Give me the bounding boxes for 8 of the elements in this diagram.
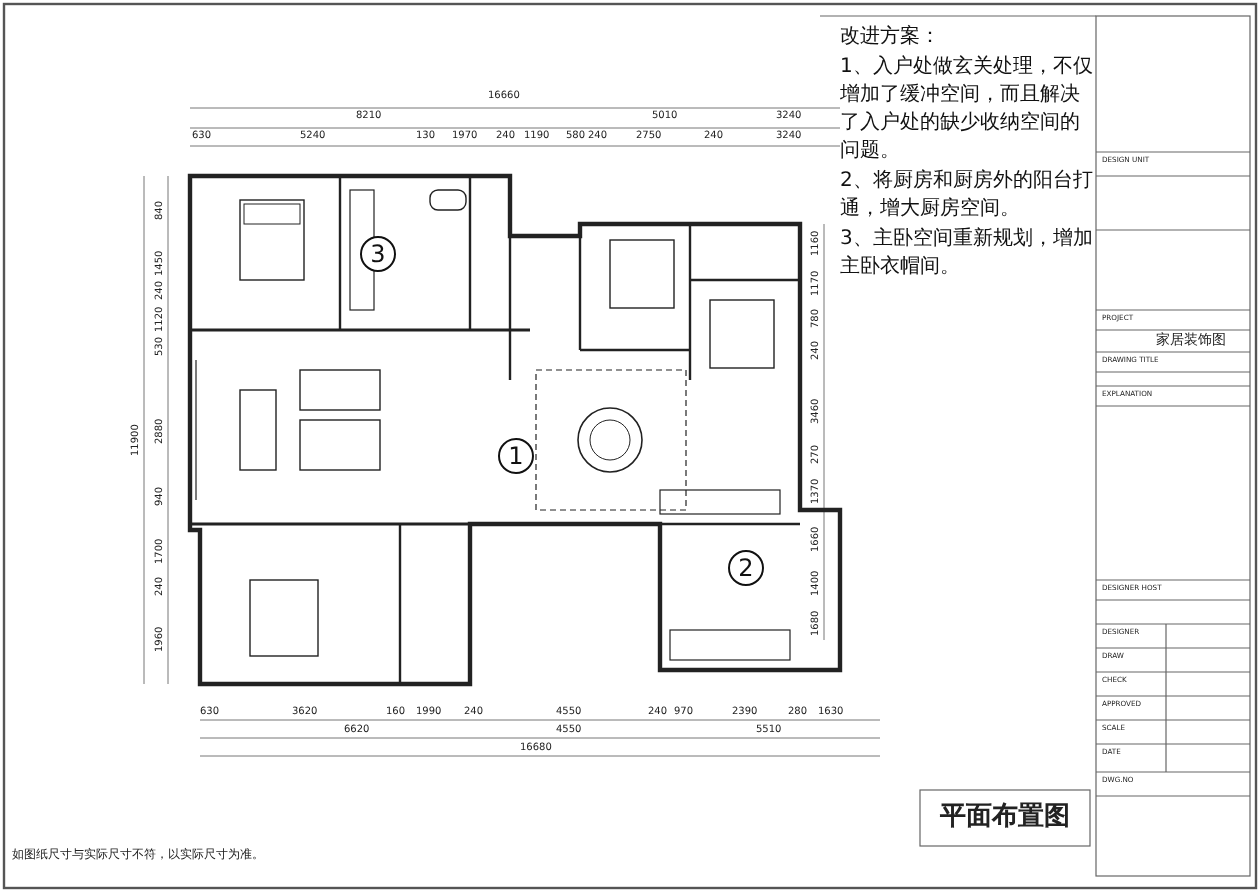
note-text: 2、将厨房和厨房外的阳台打通，增大厨房空间。 [840, 168, 1095, 224]
note-text: 3、主卧空间重新规划，增加主卧衣帽间。 [840, 226, 1095, 282]
callout-number: 1 [498, 438, 534, 474]
callout-number: 3 [360, 236, 396, 272]
drawing-title: 平面布置图 [940, 804, 1070, 830]
callout-number: 2 [728, 550, 764, 586]
note-text: 1、入户处做玄关处理，不仅增加了缓冲空间，而且解决了入户处的缺少收纳空间的问题。 [840, 54, 1095, 166]
note-text: 改进方案： [840, 24, 942, 52]
